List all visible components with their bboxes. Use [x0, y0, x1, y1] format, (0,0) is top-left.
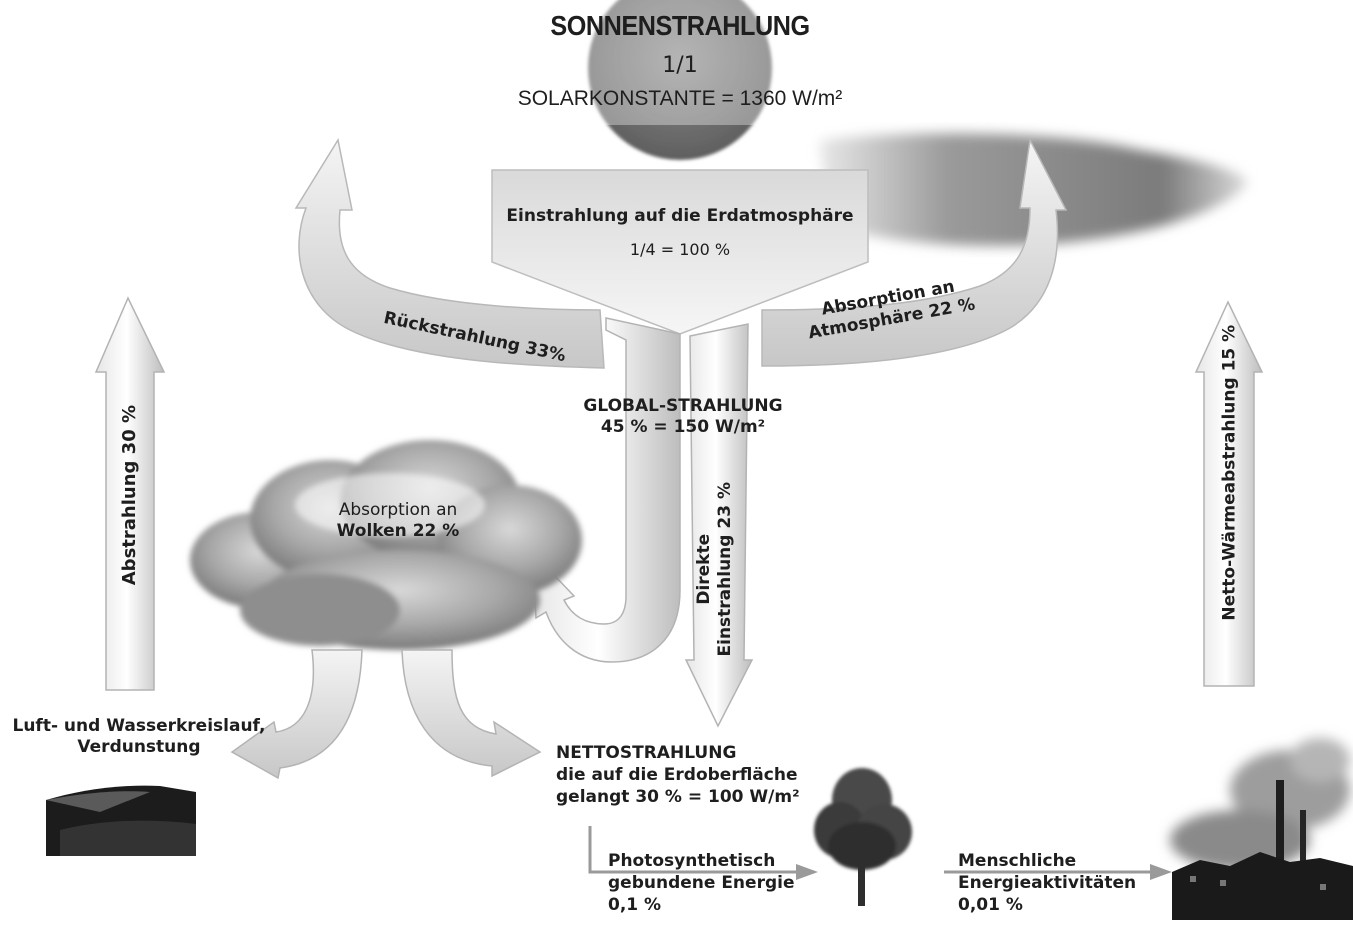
photosynthesis-line2: gebundene Energie	[608, 873, 795, 894]
cloud-to-surface-arrow	[401, 649, 542, 778]
photosynthesis-line1: Photosynthetisch	[608, 851, 776, 871]
photosynthesis-label: Photosynthetisch gebundene Energie 0,1 %	[608, 850, 794, 916]
water-cycle-line2: Verdunstung	[77, 737, 201, 758]
sun-title: SONNENSTRAHLUNG	[550, 10, 810, 41]
photosynthesis-line3: 0,1 %	[608, 895, 662, 916]
net-radiation-line2: die auf die Erdoberfläche	[556, 765, 798, 786]
cloud-to-water-cycle-arrow	[230, 649, 363, 780]
sun-shape	[588, 0, 772, 160]
photosynthesis-flow-line	[588, 826, 818, 880]
industry-image	[1170, 738, 1353, 920]
direct-radiation-line2: Einstrahlung 23 %	[715, 482, 735, 657]
cloud-shape	[190, 440, 582, 650]
net-radiation-line3: gelangt 30 % = 100 W/m²	[556, 787, 800, 808]
incoming-value: 1/4 = 100 %	[629, 240, 731, 259]
emission-arrow	[94, 296, 166, 691]
water-cycle-line1: Luft- und Wasserkreislauf,	[12, 716, 266, 736]
tree-icon	[814, 768, 912, 906]
human-activity-line2: Energieaktivitäten	[958, 873, 1137, 894]
global-radiation-line1: GLOBAL-STRAHLUNG	[583, 396, 783, 416]
direct-radiation-line1: Direkte	[693, 533, 714, 605]
net-radiation-label: NETTOSTRAHLUNG die auf die Erdoberfläche…	[556, 742, 800, 808]
incoming-funnel	[491, 169, 869, 335]
net-heat-arrow	[1194, 300, 1264, 687]
net-heat-label: Netto-Wärmeabstrahlung 15 %	[1219, 324, 1240, 621]
solar-constant: SOLARKONSTANTE = 1360 W/m²	[517, 87, 843, 110]
direct-radiation-label: Direkte Einstrahlung 23 %	[694, 474, 737, 664]
atmosphere-absorption-arrow	[761, 137, 1068, 367]
human-activity-flow-line	[944, 864, 1172, 880]
cloud-absorption-line2: Wolken 22 %	[336, 521, 460, 542]
cloud-absorption-line1: Absorption an	[338, 500, 458, 520]
global-radiation-line2: 45 % = 150 W/m²	[600, 417, 766, 438]
human-activity-line1: Menschliche	[958, 851, 1077, 871]
direct-radiation-arrow	[684, 323, 754, 728]
reflection-arrow	[294, 137, 605, 369]
sun-ratio: 1/1	[662, 53, 698, 78]
emission-label: Abstrahlung 30 %	[118, 404, 140, 586]
water-cycle-label: Luft- und Wasserkreislauf, Verdunstung	[8, 716, 270, 759]
landscape-image	[46, 785, 196, 856]
global-radiation-arrow	[531, 317, 681, 663]
cloud-absorption-label: Absorption an Wolken 22 %	[318, 500, 478, 543]
human-activity-line3: 0,01 %	[958, 895, 1023, 916]
human-activity-label: Menschliche Energieaktivitäten 0,01 %	[958, 850, 1136, 916]
net-radiation-line1: NETTOSTRAHLUNG	[556, 743, 737, 763]
incoming-label: Einstrahlung auf die Erdatmosphäre	[506, 206, 854, 226]
global-radiation-label: GLOBAL-STRAHLUNG 45 % = 150 W/m²	[560, 396, 806, 439]
